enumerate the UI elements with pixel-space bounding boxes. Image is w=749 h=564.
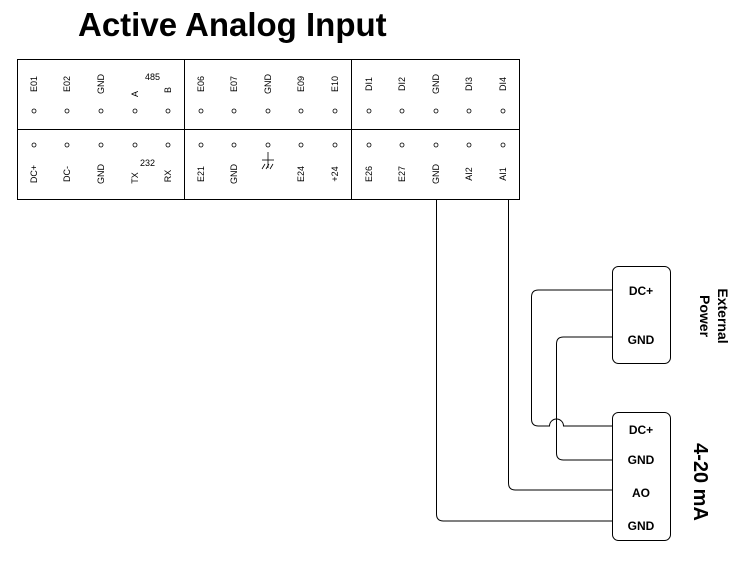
terminal-bottom-5-rx: RX xyxy=(163,170,173,183)
sensor-pin-gnd: GND xyxy=(628,453,655,467)
terminal-bottom-2-dc: DC- xyxy=(62,166,72,182)
terminal-top-8-gnd: GND xyxy=(263,74,273,95)
sensor-pin-dcplus: DC+ xyxy=(629,423,653,437)
terminal-screw-bottom-6 xyxy=(198,142,204,148)
terminal-screw-top-5 xyxy=(165,108,171,114)
terminal-bottom-11-e26: E26 xyxy=(364,166,374,182)
top-terminal-screws xyxy=(31,108,506,114)
terminal-screw-bottom-9 xyxy=(298,142,304,148)
terminal-bottom-14-ai2: AI2 xyxy=(464,167,474,181)
terminal-top-14-di3: DI3 xyxy=(464,77,474,91)
terminal-screw-bottom-11 xyxy=(366,142,372,148)
terminal-screw-bottom-15 xyxy=(500,142,506,148)
rs232-label: 232 xyxy=(140,158,155,168)
terminal-bottom-1-dc: DC+ xyxy=(29,165,39,183)
terminal-top-9-e09: E09 xyxy=(296,76,306,92)
terminal-screw-top-13 xyxy=(433,108,439,114)
terminal-top-11-di1: DI1 xyxy=(364,77,374,91)
rs485-label: 485 xyxy=(145,72,160,82)
terminal-top-1-e01: E01 xyxy=(29,76,39,92)
terminal-top-3-gnd: GND xyxy=(96,74,106,95)
terminal-bottom-10-24: +24 xyxy=(330,166,340,181)
sensor-box xyxy=(612,412,671,541)
terminal-screw-top-12 xyxy=(399,108,405,114)
terminal-block-frame xyxy=(17,59,520,200)
terminal-screw-top-2 xyxy=(64,108,70,114)
ground-icon xyxy=(261,152,274,170)
terminal-screw-bottom-12 xyxy=(399,142,405,148)
terminal-top-13-gnd: GND xyxy=(431,74,441,95)
sensor-pin-gnd-2: GND xyxy=(628,519,655,533)
wire-gnd-to-sensor-gnd xyxy=(436,200,612,522)
terminal-screw-top-6 xyxy=(198,108,204,114)
terminal-screw-bottom-4 xyxy=(132,142,138,148)
terminal-screw-bottom-2 xyxy=(64,142,70,148)
terminal-bottom-3-gnd: GND xyxy=(96,164,106,185)
wire-power-gnd-to-sensor-gnd xyxy=(556,336,612,461)
terminal-bottom-13-gnd: GND xyxy=(431,164,441,185)
terminal-top-4-a: A xyxy=(130,91,140,97)
terminal-screw-bottom-14 xyxy=(466,142,472,148)
sensor-pin-ao: AO xyxy=(632,486,650,500)
terminal-screw-top-1 xyxy=(31,108,37,114)
terminal-top-2-e02: E02 xyxy=(62,76,72,92)
terminal-screw-top-14 xyxy=(466,108,472,114)
terminal-top-7-e07: E07 xyxy=(229,76,239,92)
power-pin-dcplus: DC+ xyxy=(629,284,653,298)
top-terminal-labels: E01 E02 GND A B E06 E07 GND E09 E10 DI1 DI2 GND DI3 DI… xyxy=(29,74,508,98)
wires xyxy=(436,200,612,522)
terminal-screw-top-7 xyxy=(231,108,237,114)
diagram-title: Active Analog Input xyxy=(78,6,387,43)
terminal-screw-top-8 xyxy=(265,108,271,114)
terminal-bottom-15-ai1: AI1 xyxy=(498,167,508,181)
terminal-top-5-b: B xyxy=(163,87,173,93)
bottom-terminal-screws xyxy=(31,142,506,148)
terminal-bottom-4-tx: TX xyxy=(130,172,140,184)
terminal-bottom-6-e21: E21 xyxy=(196,166,206,182)
terminal-screw-top-10 xyxy=(332,108,338,114)
terminal-screw-top-3 xyxy=(98,108,104,114)
terminal-top-12-di2: DI2 xyxy=(397,77,407,91)
terminal-screw-bottom-1 xyxy=(31,142,37,148)
terminal-screw-top-11 xyxy=(366,108,372,114)
terminal-top-6-e06: E06 xyxy=(196,76,206,92)
wire-power-dcplus-to-sensor-dcplus xyxy=(531,289,612,427)
terminal-screw-bottom-3 xyxy=(98,142,104,148)
external-power-supply: DC+ GND xyxy=(612,266,671,364)
analog-sensor: DC+ GND AO GND xyxy=(612,412,671,541)
terminal-screw-bottom-7 xyxy=(231,142,237,148)
terminal-screw-bottom-10 xyxy=(332,142,338,148)
terminal-bottom-12-e27: E27 xyxy=(397,166,407,182)
terminal-screw-top-15 xyxy=(500,108,506,114)
terminal-screw-bottom-13 xyxy=(433,142,439,148)
wire-ai1-to-sensor-ao xyxy=(508,200,612,491)
power-pin-gnd: GND xyxy=(628,333,655,347)
terminal-bottom-9-e24: E24 xyxy=(296,166,306,182)
external-power-label-line1: External xyxy=(715,288,731,343)
terminal-screw-bottom-8 xyxy=(265,142,271,148)
sensor-signal-label: 4-20 mA xyxy=(689,443,711,521)
terminal-screw-bottom-5 xyxy=(165,142,171,148)
terminal-screw-top-9 xyxy=(298,108,304,114)
terminal-top-10-e10: E10 xyxy=(330,76,340,92)
external-power-label-line2: Power xyxy=(697,295,713,338)
external-power-box xyxy=(612,266,671,364)
bottom-terminal-labels: DC+ DC- GND TX RX E21 GND E24 +24 E26 E27 GND AI2 AI1 xyxy=(29,164,508,185)
terminal-screw-top-4 xyxy=(132,108,138,114)
terminal-top-15-di4: DI4 xyxy=(498,77,508,91)
terminal-bottom-7-gnd: GND xyxy=(229,164,239,185)
